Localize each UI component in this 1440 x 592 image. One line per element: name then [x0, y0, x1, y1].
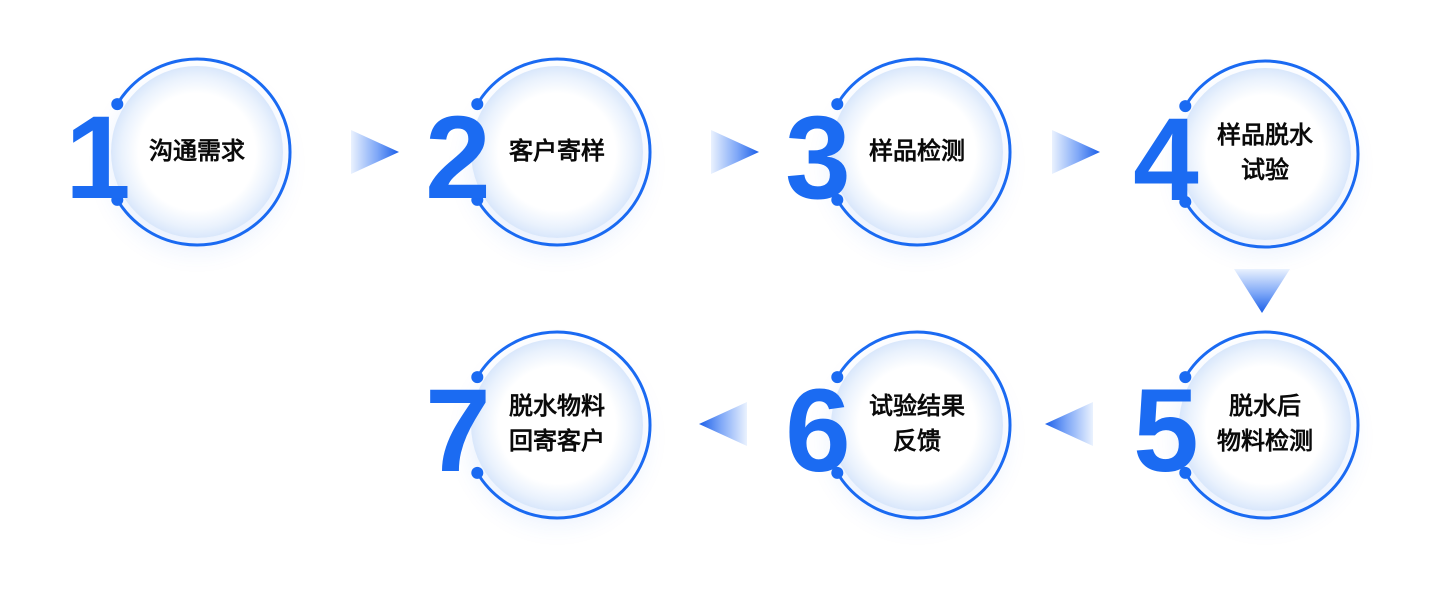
step-label: 试验结果 反馈: [869, 393, 965, 455]
step-number: 3: [785, 92, 851, 224]
step-6: 6 试验结果 反馈: [785, 315, 1027, 535]
step-ring-icon: [831, 57, 1012, 247]
step-ring-icon: [111, 57, 292, 247]
step-label: 样品脱水 试验: [1217, 122, 1313, 184]
step-2: 2 客户寄样: [425, 42, 667, 262]
arrow-right-icon: [711, 130, 759, 174]
step-1: 1 沟通需求: [65, 42, 307, 262]
step-number: 5: [1133, 365, 1199, 497]
step-number: 4: [1133, 94, 1199, 226]
step-3: 3 样品检测: [785, 42, 1027, 262]
step-ring-icon: [471, 330, 652, 520]
arrow-right-icon: [351, 130, 399, 174]
arrow-left-icon: [1045, 402, 1093, 446]
arrow-left-icon: [699, 402, 747, 446]
step-disc: [471, 66, 643, 238]
step-disc: [831, 66, 1003, 238]
step-ring-icon: [1179, 330, 1360, 520]
step-label: 沟通需求: [149, 137, 245, 165]
step-label: 脱水物料 回寄客户: [509, 393, 605, 455]
step-number: 7: [425, 365, 491, 497]
step-disc: [111, 66, 283, 238]
step-disc: [1179, 339, 1351, 511]
step-ring-icon: [831, 330, 1012, 520]
step-ring-icon: [471, 57, 652, 247]
step-4: 4 样品脱水 试验: [1133, 44, 1375, 264]
arrow-right-icon: [1052, 130, 1100, 174]
step-number: 1: [65, 92, 131, 224]
step-label: 样品检测: [869, 137, 965, 165]
arrow-down-icon: [1234, 269, 1290, 313]
step-7: 7 脱水物料 回寄客户: [425, 315, 667, 535]
step-label: 客户寄样: [509, 137, 605, 165]
step-disc: [831, 339, 1003, 511]
step-number: 2: [425, 92, 491, 224]
step-label: 脱水后 物料检测: [1217, 393, 1313, 455]
step-disc: [1179, 68, 1351, 240]
step-disc: [471, 339, 643, 511]
step-ring-icon: [1179, 59, 1360, 249]
step-number: 6: [785, 365, 851, 497]
step-5: 5 脱水后 物料检测: [1133, 315, 1375, 535]
